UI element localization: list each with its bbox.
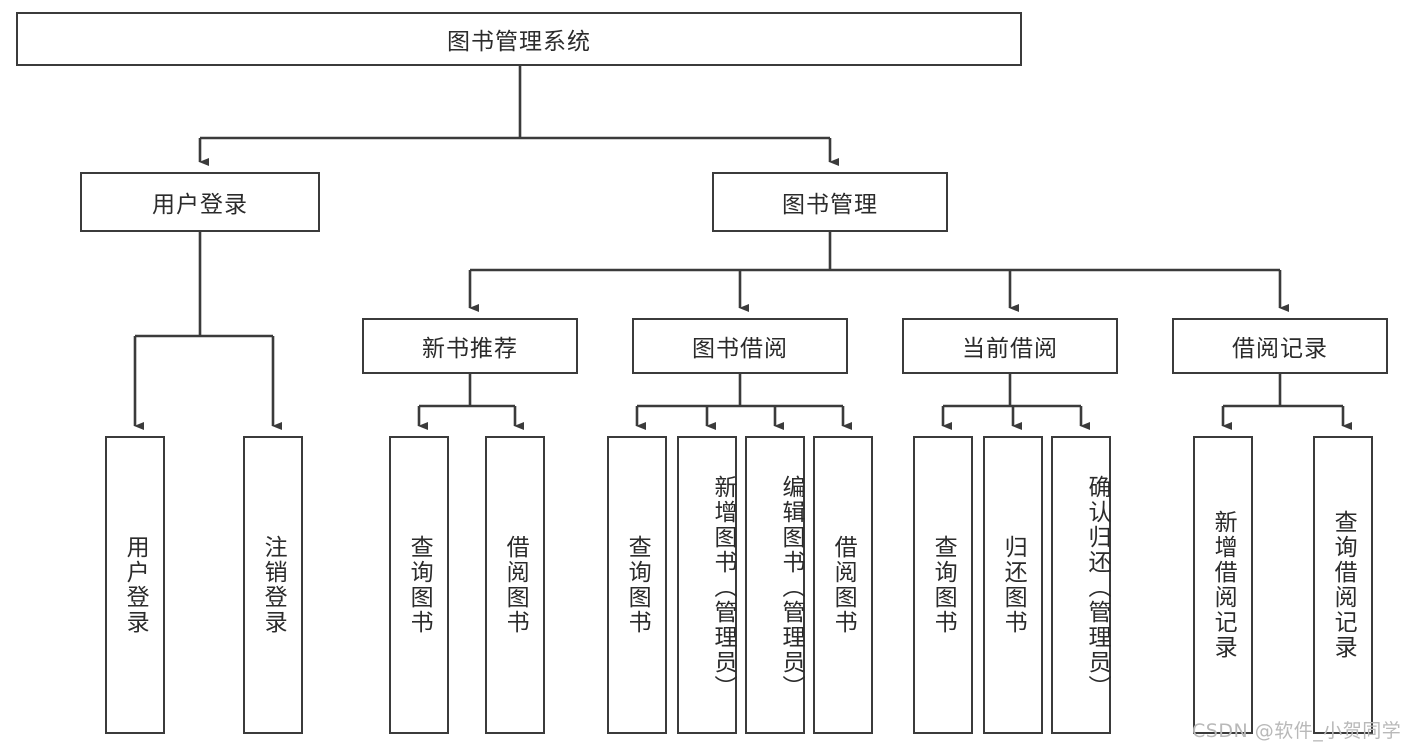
node-book-manage[interactable]: 图书管理 [712,172,948,232]
node-leaf-query-book-2[interactable]: 查询图书 [607,436,667,734]
node-leaf-edit-book-label: 编辑图书（管理员） [778,474,804,700]
node-borrow-record-label: 借阅记录 [1232,336,1328,362]
node-leaf-query-record[interactable]: 查询借阅记录 [1313,436,1373,734]
node-leaf-borrow-book-1[interactable]: 借阅图书 [485,436,545,734]
node-leaf-add-record[interactable]: 新增借阅记录 [1193,436,1253,734]
node-root[interactable]: 图书管理系统 [16,12,1022,66]
node-leaf-query-book-1-label: 查询图书 [406,535,433,635]
node-leaf-confirm-return-label: 确认归还（管理员） [1084,474,1110,700]
node-leaf-add-book[interactable]: 新增图书（管理员） [677,436,737,734]
node-leaf-query-record-label: 查询借阅记录 [1330,510,1357,660]
node-book-manage-label: 图书管理 [782,192,878,218]
node-root-label: 图书管理系统 [447,29,591,55]
node-leaf-confirm-return[interactable]: 确认归还（管理员） [1051,436,1111,734]
node-book-borrow[interactable]: 图书借阅 [632,318,848,374]
csdn-watermark-text: CSDN @软件_小贺同学 [1192,720,1402,742]
node-borrow-record[interactable]: 借阅记录 [1172,318,1388,374]
node-user-login-label: 用户登录 [152,192,248,218]
node-leaf-borrow-book-2[interactable]: 借阅图书 [813,436,873,734]
node-leaf-add-record-label: 新增借阅记录 [1210,510,1237,660]
csdn-watermark: CSDN @软件_小贺同学 [1192,716,1401,743]
node-current-borrow[interactable]: 当前借阅 [902,318,1118,374]
node-leaf-query-book-3-label: 查询图书 [930,535,957,635]
node-leaf-query-book-1[interactable]: 查询图书 [389,436,449,734]
node-leaf-borrow-book-1-label: 借阅图书 [502,535,529,635]
node-leaf-logout[interactable]: 注销登录 [243,436,303,734]
node-leaf-query-book-2-label: 查询图书 [624,535,651,635]
node-current-borrow-label: 当前借阅 [962,336,1058,362]
node-leaf-borrow-book-2-label: 借阅图书 [830,535,857,635]
node-leaf-logout-label: 注销登录 [260,535,287,635]
node-user-login[interactable]: 用户登录 [80,172,320,232]
node-book-borrow-label: 图书借阅 [692,336,788,362]
node-leaf-query-book-3[interactable]: 查询图书 [913,436,973,734]
node-leaf-return-book-label: 归还图书 [1000,535,1027,635]
node-leaf-add-book-label: 新增图书（管理员） [710,474,736,700]
node-leaf-return-book[interactable]: 归还图书 [983,436,1043,734]
node-new-book-recommend[interactable]: 新书推荐 [362,318,578,374]
node-leaf-user-login-label: 用户登录 [122,535,149,635]
node-leaf-edit-book[interactable]: 编辑图书（管理员） [745,436,805,734]
node-leaf-user-login[interactable]: 用户登录 [105,436,165,734]
node-new-book-recommend-label: 新书推荐 [422,336,518,362]
